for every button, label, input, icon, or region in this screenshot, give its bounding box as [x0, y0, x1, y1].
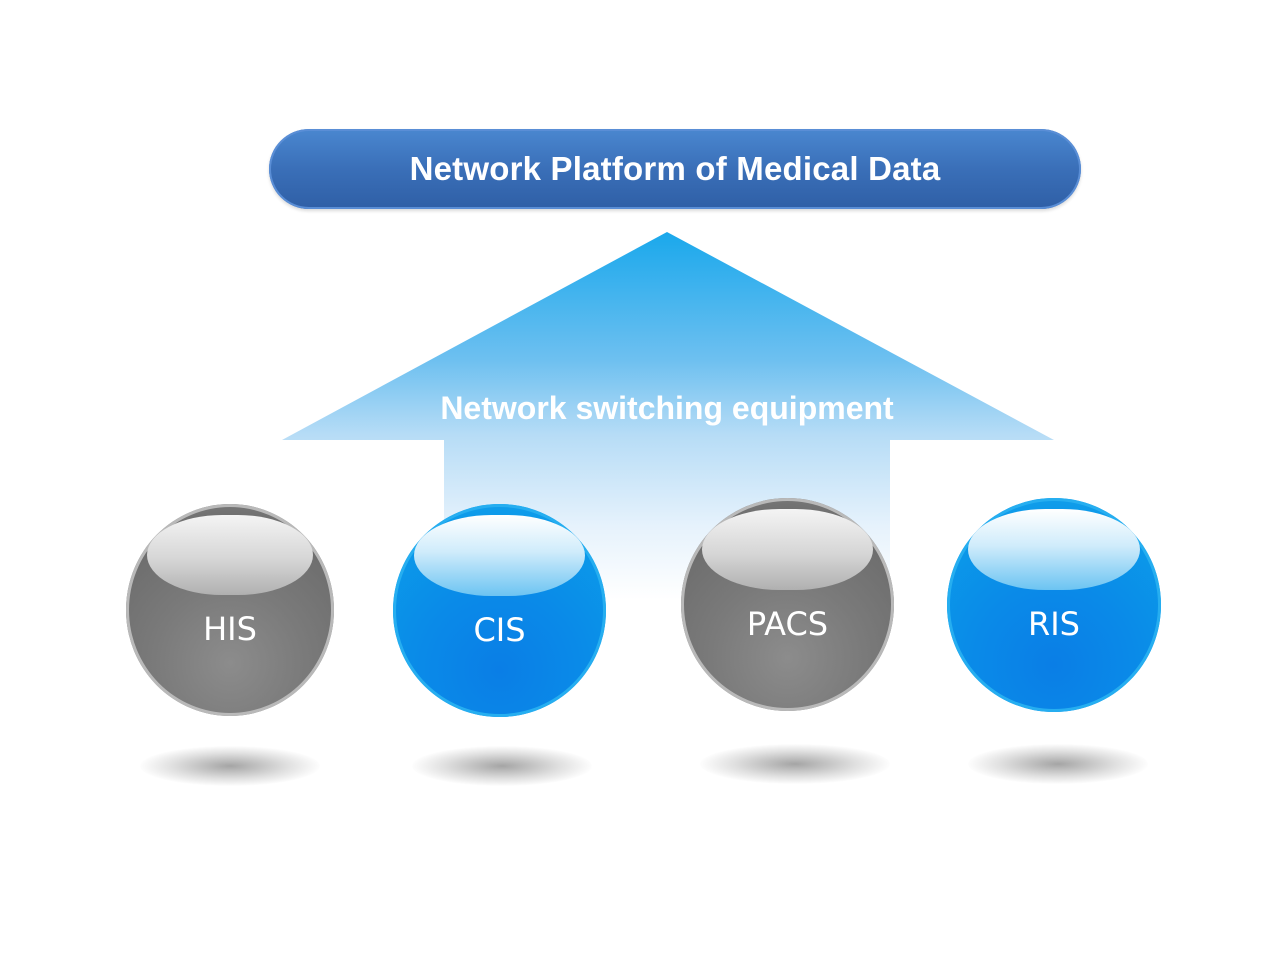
arrow-label: Network switching equipment — [440, 390, 894, 426]
his-sphere: HIS — [126, 504, 334, 716]
banner-title: Network Platform of Medical Data — [409, 150, 941, 187]
sphere-shadow — [700, 744, 890, 784]
sphere-shadow — [140, 746, 320, 786]
sphere-gloss — [414, 514, 585, 596]
sphere-gloss — [702, 508, 873, 590]
sphere-gloss — [146, 514, 314, 596]
cis-sphere: CIS — [393, 504, 606, 717]
cis-label: CIS — [473, 610, 526, 649]
his-label: HIS — [203, 610, 257, 648]
platform-banner: Network Platform of Medical Data — [269, 129, 1081, 209]
ris-label: RIS — [1028, 605, 1080, 643]
sphere-shadow — [412, 746, 592, 786]
sphere-shadow — [968, 744, 1148, 784]
sphere-gloss — [968, 508, 1140, 590]
pacs-sphere: PACS — [681, 498, 894, 711]
ris-sphere: RIS — [947, 498, 1161, 712]
pacs-label: PACS — [746, 604, 829, 643]
